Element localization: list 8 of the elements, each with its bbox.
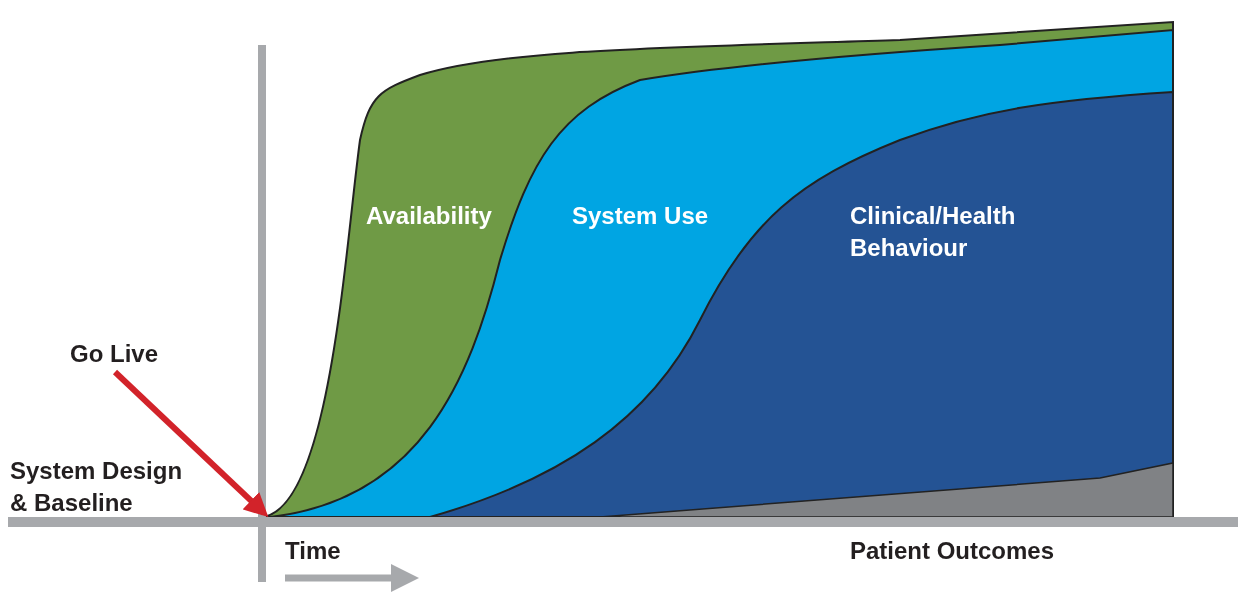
axis-label: System Design & Baseline [10,456,184,518]
leader-arrow [112,369,269,518]
area-label: Clinical/Health Behaviour [850,201,1017,263]
area-label: Patient Outcomes [850,536,1055,566]
area-label: System Use [572,201,709,231]
axis-label: Time [285,536,341,566]
area-label: Availability [366,201,492,231]
callout-text: Go Live [70,338,159,370]
